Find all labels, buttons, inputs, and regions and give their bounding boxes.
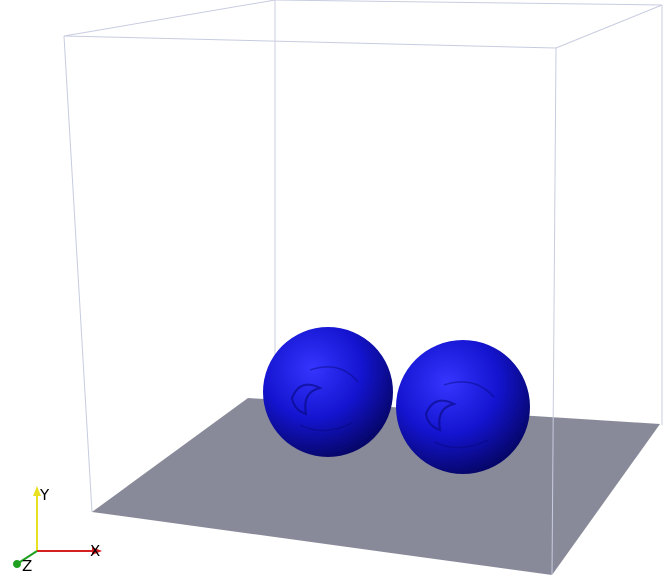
z-axis-label: Z [22, 557, 32, 575]
axes-triad: Y X Z [13, 486, 102, 575]
x-axis-label: X [90, 542, 100, 560]
bounding-box-front [63, 0, 663, 576]
y-axis-label: Y [39, 486, 50, 504]
sphere-right [396, 340, 530, 474]
sphere-left [263, 327, 393, 457]
bounding-box-back [274, 0, 663, 425]
